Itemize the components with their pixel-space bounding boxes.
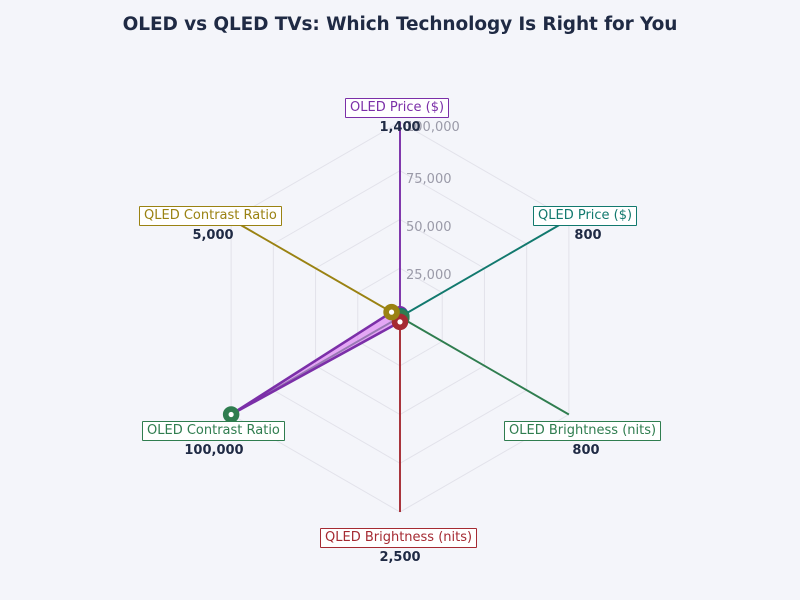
axis-label-group-oled-price: OLED Price ($) 1,400	[345, 96, 455, 135]
axis-label-group-oled-brightness: OLED Brightness (nits) 800	[504, 419, 668, 458]
axis-line-oled-brightness	[399, 316, 570, 416]
data-series-polygon	[229, 310, 403, 416]
axis-value-qled-brightness: 2,500	[379, 550, 421, 565]
axis-label-qled-contrast-ratio: QLED Contrast Ratio	[139, 206, 282, 226]
axis-value-oled-price: 1,400	[379, 120, 421, 135]
axis-label-qled-brightness: QLED Brightness (nits)	[320, 528, 478, 548]
axis-value-qled-price: 800	[574, 228, 602, 243]
axis-line-qled-contrast-ratio	[230, 218, 401, 318]
data-marker-center	[388, 309, 395, 315]
axis-value-oled-brightness: 800	[572, 443, 600, 458]
axis-value-qled-contrast-ratio: 5,000	[192, 228, 234, 243]
axis-label-qled-price: QLED Price ($)	[533, 206, 638, 226]
axis-label-oled-contrast-ratio: OLED Contrast Ratio	[142, 421, 285, 441]
axis-label-group-qled-contrast-ratio: QLED Contrast Ratio 5,000	[139, 204, 287, 243]
radial-tick-label: 100,000	[406, 120, 460, 135]
data-marker-center	[397, 319, 403, 325]
axis-line-qled-price	[399, 218, 570, 318]
radial-tick-label: 50,000	[406, 220, 452, 235]
page-title: OLED vs QLED TVs: Which Technology Is Ri…	[122, 14, 678, 35]
axis-label-oled-brightness: OLED Brightness (nits)	[504, 421, 662, 441]
axis-label-group-oled-contrast-ratio: OLED Contrast Ratio 100,000	[142, 419, 286, 458]
axis-value-oled-contrast-ratio: 100,000	[184, 443, 244, 458]
data-polygon	[229, 310, 403, 416]
data-markers	[222, 303, 410, 423]
radial-tick-label: 25,000	[406, 268, 452, 283]
axis-label-group-qled-brightness: QLED Brightness (nits) 2,500	[320, 526, 480, 565]
axis-label-group-qled-price: QLED Price ($) 800	[533, 204, 643, 243]
axis-label-oled-price: OLED Price ($)	[345, 98, 450, 118]
radial-tick-label: 75,000	[406, 172, 452, 187]
data-marker-center	[228, 411, 234, 418]
